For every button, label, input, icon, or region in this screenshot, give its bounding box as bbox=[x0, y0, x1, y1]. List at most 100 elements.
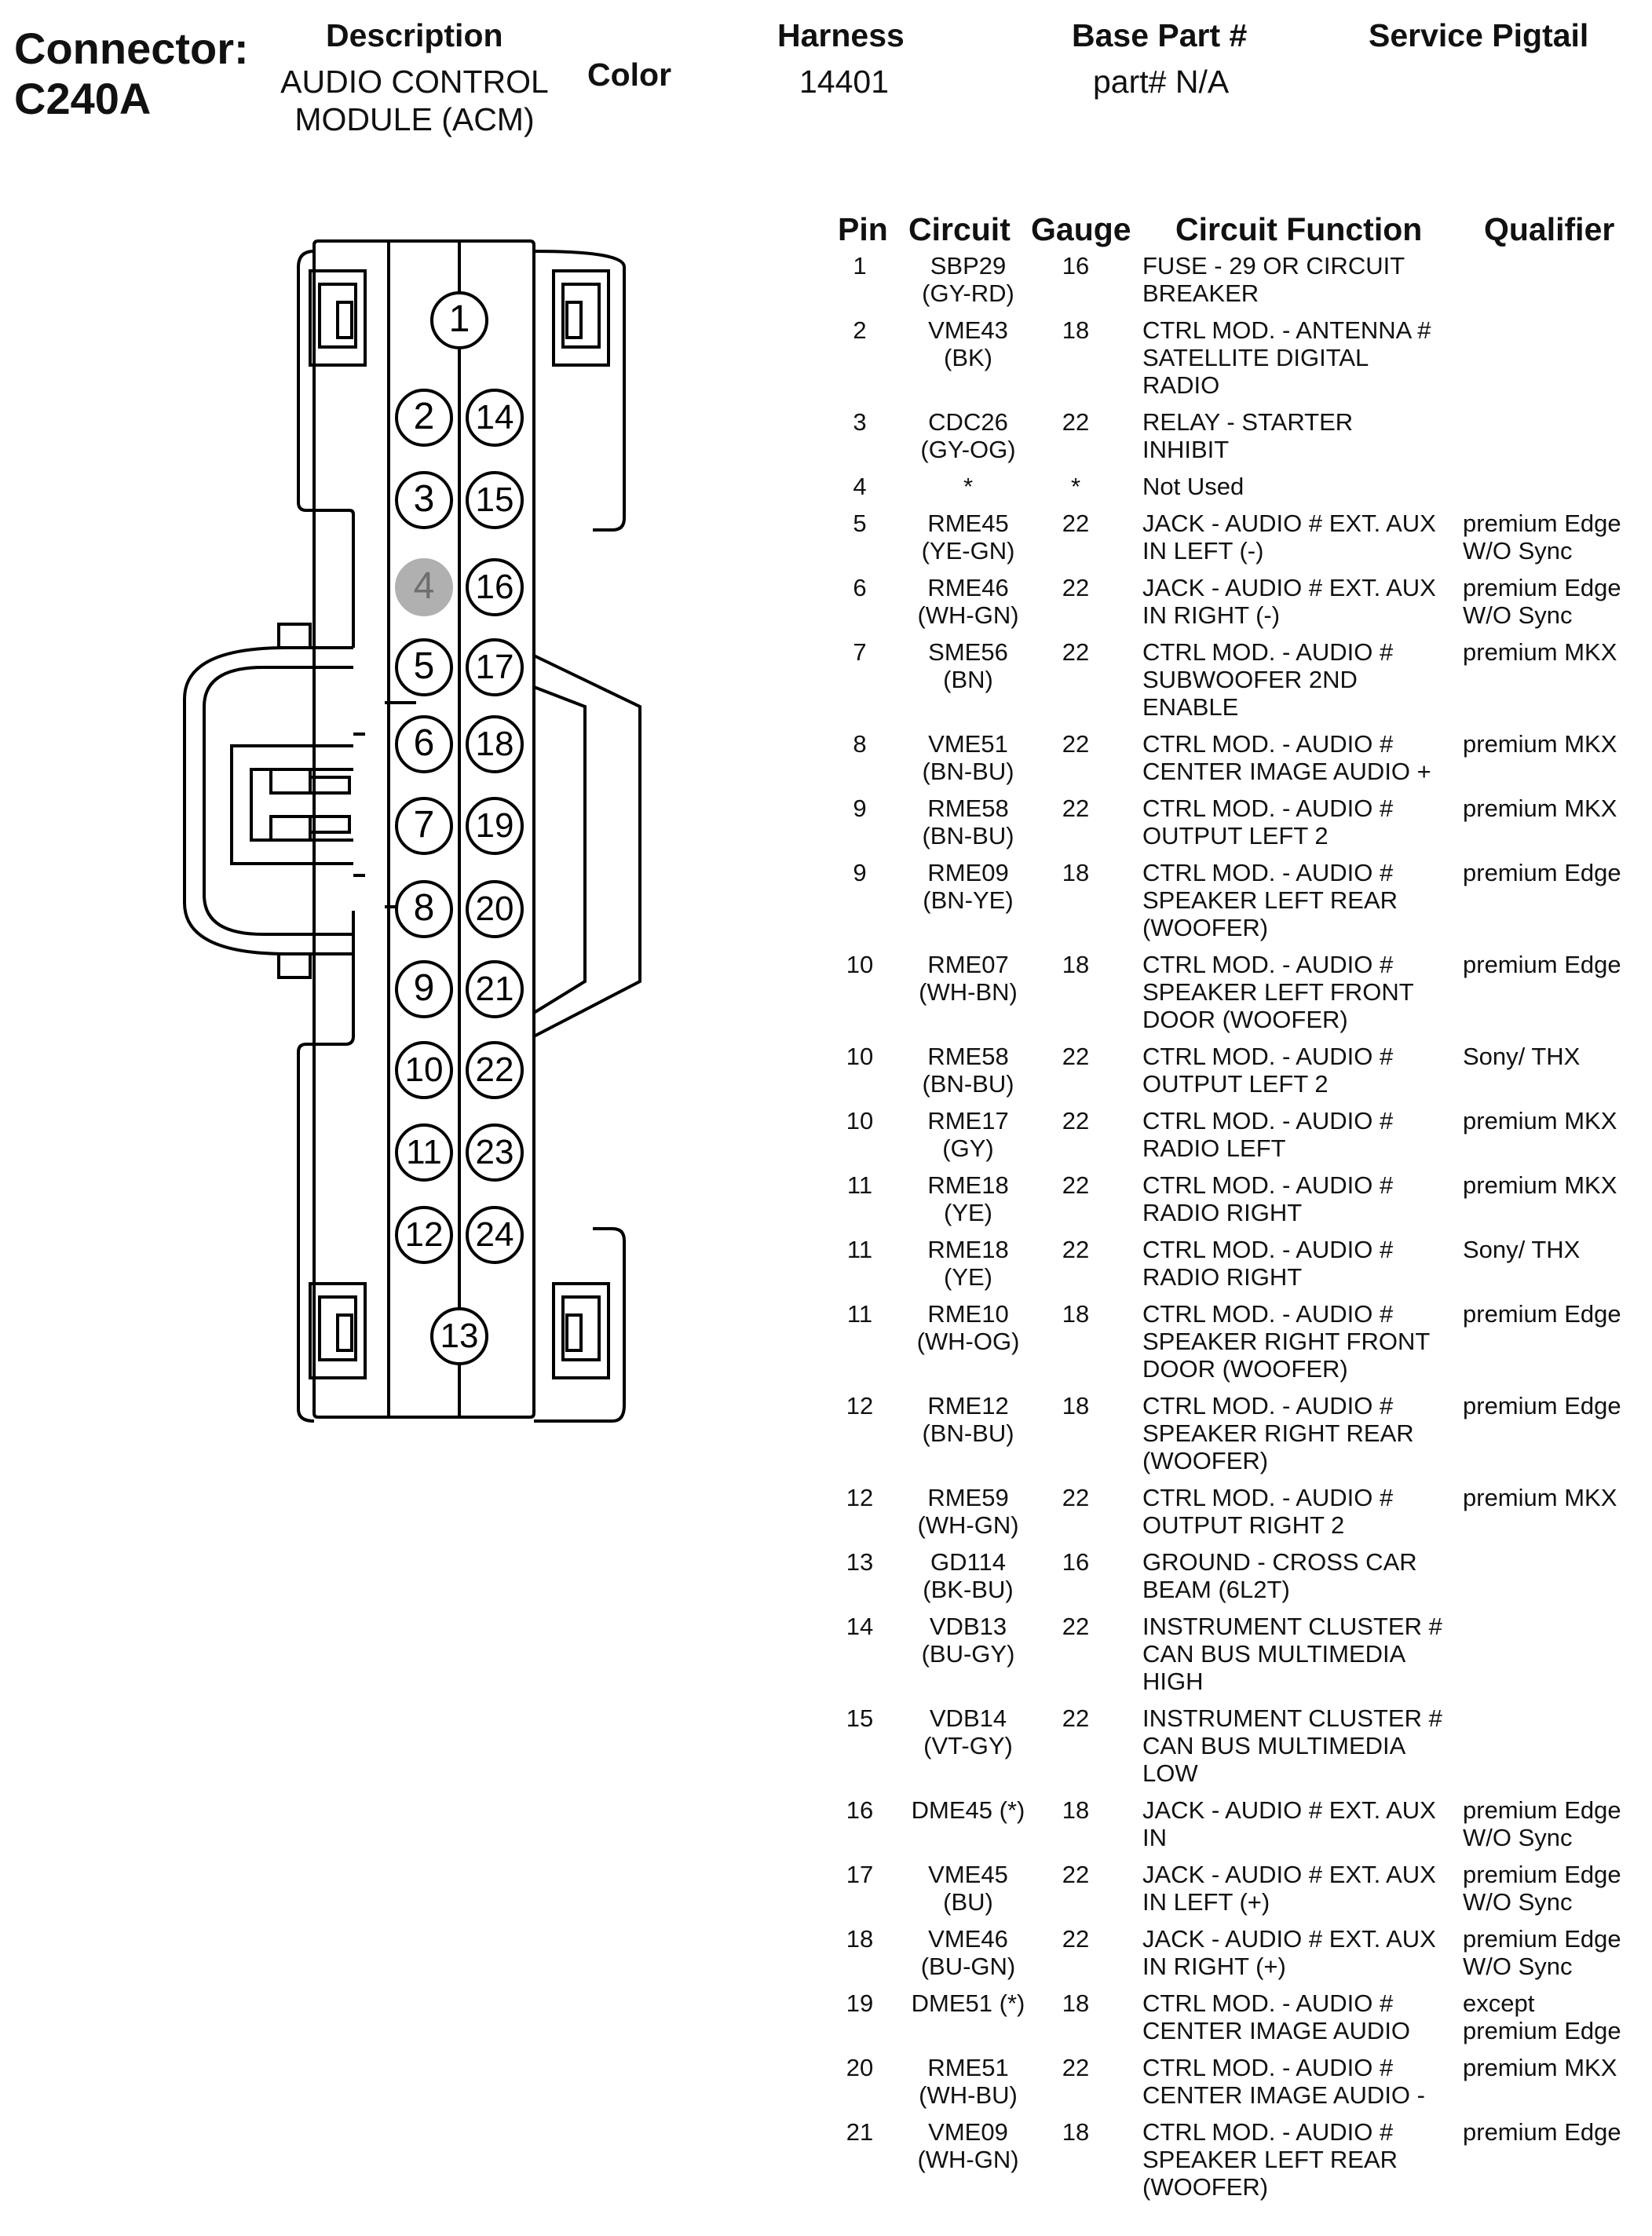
circuit-cell: RME58 (BN-BU) bbox=[922, 795, 1014, 849]
gauge-cell: 18 bbox=[1062, 1989, 1090, 2017]
function-cell: JACK - AUDIO # EXT. AUX IN RIGHT (+) bbox=[1142, 1925, 1436, 1980]
header-gauge: Gauge bbox=[1031, 211, 1131, 247]
connector-label: Connector: bbox=[14, 24, 249, 73]
pin-4-circle bbox=[395, 558, 453, 616]
circuit-cell: RME17 (GY) bbox=[927, 1107, 1009, 1162]
connector-title: Connector: C240A bbox=[14, 24, 249, 124]
function-cell: CTRL MOD. - AUDIO # SPEAKER LEFT FRONT D… bbox=[1142, 951, 1414, 1033]
pin-cell: 4 bbox=[853, 473, 867, 500]
pin-1-label: 1 bbox=[449, 298, 470, 340]
qualifier-cell: premium MKX bbox=[1463, 1484, 1617, 1511]
circuit-cell: RME51 (WH-BU) bbox=[919, 2054, 1018, 2109]
qualifier-cell: Sony/ THX bbox=[1463, 1236, 1581, 1263]
qualifier-cell: premium Edge W/O Sync bbox=[1463, 1861, 1621, 1916]
circuit-cell: VME46 (BU-GN) bbox=[920, 1925, 1016, 1980]
pin-22-label: 22 bbox=[476, 1050, 514, 1089]
function-cell: GROUND - CROSS CAR BEAM (6L2T) bbox=[1142, 1548, 1417, 1603]
header-circuit: Circuit bbox=[908, 211, 1011, 247]
circuit-cell: RME12 (BN-BU) bbox=[922, 1392, 1014, 1447]
qualifier-cell: premium Edge bbox=[1463, 2118, 1621, 2146]
gauge-cell: 22 bbox=[1062, 408, 1090, 436]
gauge-cell: 22 bbox=[1062, 574, 1090, 601]
gauge-cell: 22 bbox=[1062, 638, 1090, 666]
header-qualifier: Qualifier bbox=[1484, 211, 1615, 247]
qualifier-cell: premium Edge bbox=[1463, 1300, 1621, 1328]
pin-cell: 17 bbox=[846, 1861, 874, 1888]
pin-7-circle bbox=[395, 797, 453, 855]
pin-cell: 6 bbox=[853, 574, 867, 601]
function-cell: CTRL MOD. - AUDIO # OUTPUT LEFT 2 bbox=[1142, 795, 1394, 849]
connector-id: C240A bbox=[14, 74, 152, 123]
pin-20-circle bbox=[466, 880, 524, 938]
table-row: 9 RME09 (BN-YE) 18 CTRL MOD. - AUDIO # SPEA… bbox=[821, 859, 1652, 951]
circuit-cell: VME43 (BK) bbox=[928, 316, 1008, 371]
circuit-cell: RME18 (YE) bbox=[927, 1171, 1009, 1226]
gauge-cell: 22 bbox=[1062, 510, 1090, 537]
function-cell: CTRL MOD. - AUDIO # SPEAKER LEFT REAR (W… bbox=[1142, 859, 1398, 941]
pin-13-circle bbox=[430, 1307, 488, 1365]
pin-19-label: 19 bbox=[476, 806, 514, 845]
circuit-cell: CDC26 (GY-OG) bbox=[920, 408, 1016, 463]
circuit-cell: RME09 (BN-YE) bbox=[923, 859, 1014, 914]
pin-cell: 20 bbox=[846, 2054, 874, 2081]
circuit-cell: RME18 (YE) bbox=[927, 1236, 1009, 1291]
circuit-cell: DME45 (*) bbox=[911, 1796, 1025, 1824]
function-cell: INSTRUMENT CLUSTER # CAN BUS MULTIMEDIA … bbox=[1142, 1613, 1442, 1695]
pin-18-circle bbox=[466, 715, 524, 773]
gauge-cell: 18 bbox=[1062, 1796, 1090, 1824]
function-cell: CTRL MOD. - AUDIO # CENTER IMAGE AUDIO + bbox=[1142, 730, 1431, 785]
pin-2-circle bbox=[395, 389, 453, 447]
pin-9-circle bbox=[395, 960, 453, 1018]
base-part-value: part# N/A bbox=[1093, 64, 1230, 100]
circuit-cell: VDB13 (BU-GY) bbox=[921, 1613, 1015, 1668]
pin-cell: 10 bbox=[846, 1043, 874, 1070]
pin-cell: 8 bbox=[853, 730, 867, 758]
pin-12-label: 12 bbox=[405, 1215, 444, 1254]
qualifier-cell: premium Edge W/O Sync bbox=[1463, 1796, 1621, 1851]
pin-11-label: 11 bbox=[406, 1133, 442, 1171]
circuit-cell: SBP29 (GY-RD) bbox=[922, 252, 1014, 307]
qualifier-cell: premium MKX bbox=[1463, 1171, 1617, 1199]
pin-22-circle bbox=[466, 1041, 524, 1099]
pin-8-label: 8 bbox=[414, 887, 435, 929]
circuit-cell: RME45 (YE-GN) bbox=[921, 510, 1015, 564]
pin-21-label: 21 bbox=[476, 970, 514, 1008]
pin-cell: 3 bbox=[853, 408, 867, 436]
pin-13-label: 13 bbox=[440, 1317, 479, 1355]
pin-cell: 12 bbox=[846, 1392, 874, 1419]
gauge-cell: 18 bbox=[1062, 1300, 1090, 1328]
pin-cell: 10 bbox=[846, 1107, 874, 1134]
function-cell: CTRL MOD. - AUDIO # SUBWOOFER 2ND ENABLE bbox=[1142, 638, 1394, 721]
gauge-cell: 16 bbox=[1062, 1548, 1090, 1576]
gauge-cell: 22 bbox=[1062, 1043, 1090, 1070]
service-pigtail-label: Service Pigtail bbox=[1369, 17, 1589, 53]
function-cell: JACK - AUDIO # EXT. AUX IN LEFT (+) bbox=[1142, 1861, 1436, 1916]
pin-7-label: 7 bbox=[414, 804, 435, 846]
circuit-cell: VDB14 (VT-GY) bbox=[923, 1704, 1013, 1759]
pin-cell: 9 bbox=[853, 859, 867, 886]
connector-body bbox=[312, 239, 535, 1419]
function-cell: CTRL MOD. - AUDIO # SPEAKER RIGHT FRONT … bbox=[1142, 1300, 1431, 1383]
table-header: Pin Circuit Gauge Circuit Function Quali… bbox=[821, 208, 1652, 252]
function-cell: FUSE - 29 OR CIRCUIT BREAKER bbox=[1142, 252, 1405, 307]
gauge-cell: 22 bbox=[1062, 1704, 1090, 1732]
gauge-cell: 22 bbox=[1062, 1236, 1090, 1263]
qualifier-cell: premium MKX bbox=[1463, 730, 1617, 758]
gauge-cell: 22 bbox=[1062, 1107, 1090, 1134]
header-pin: Pin bbox=[838, 211, 888, 247]
pin-cell: 10 bbox=[846, 951, 874, 978]
gauge-cell: 22 bbox=[1062, 1171, 1090, 1199]
gauge-cell: 18 bbox=[1062, 859, 1090, 886]
circuit-cell: RME59 (WH-GN) bbox=[917, 1484, 1019, 1539]
pin-cell: 21 bbox=[846, 2118, 874, 2146]
pin-17-circle bbox=[466, 638, 524, 696]
function-cell: CTRL MOD. - AUDIO # SPEAKER LEFT REAR (W… bbox=[1142, 2118, 1398, 2201]
